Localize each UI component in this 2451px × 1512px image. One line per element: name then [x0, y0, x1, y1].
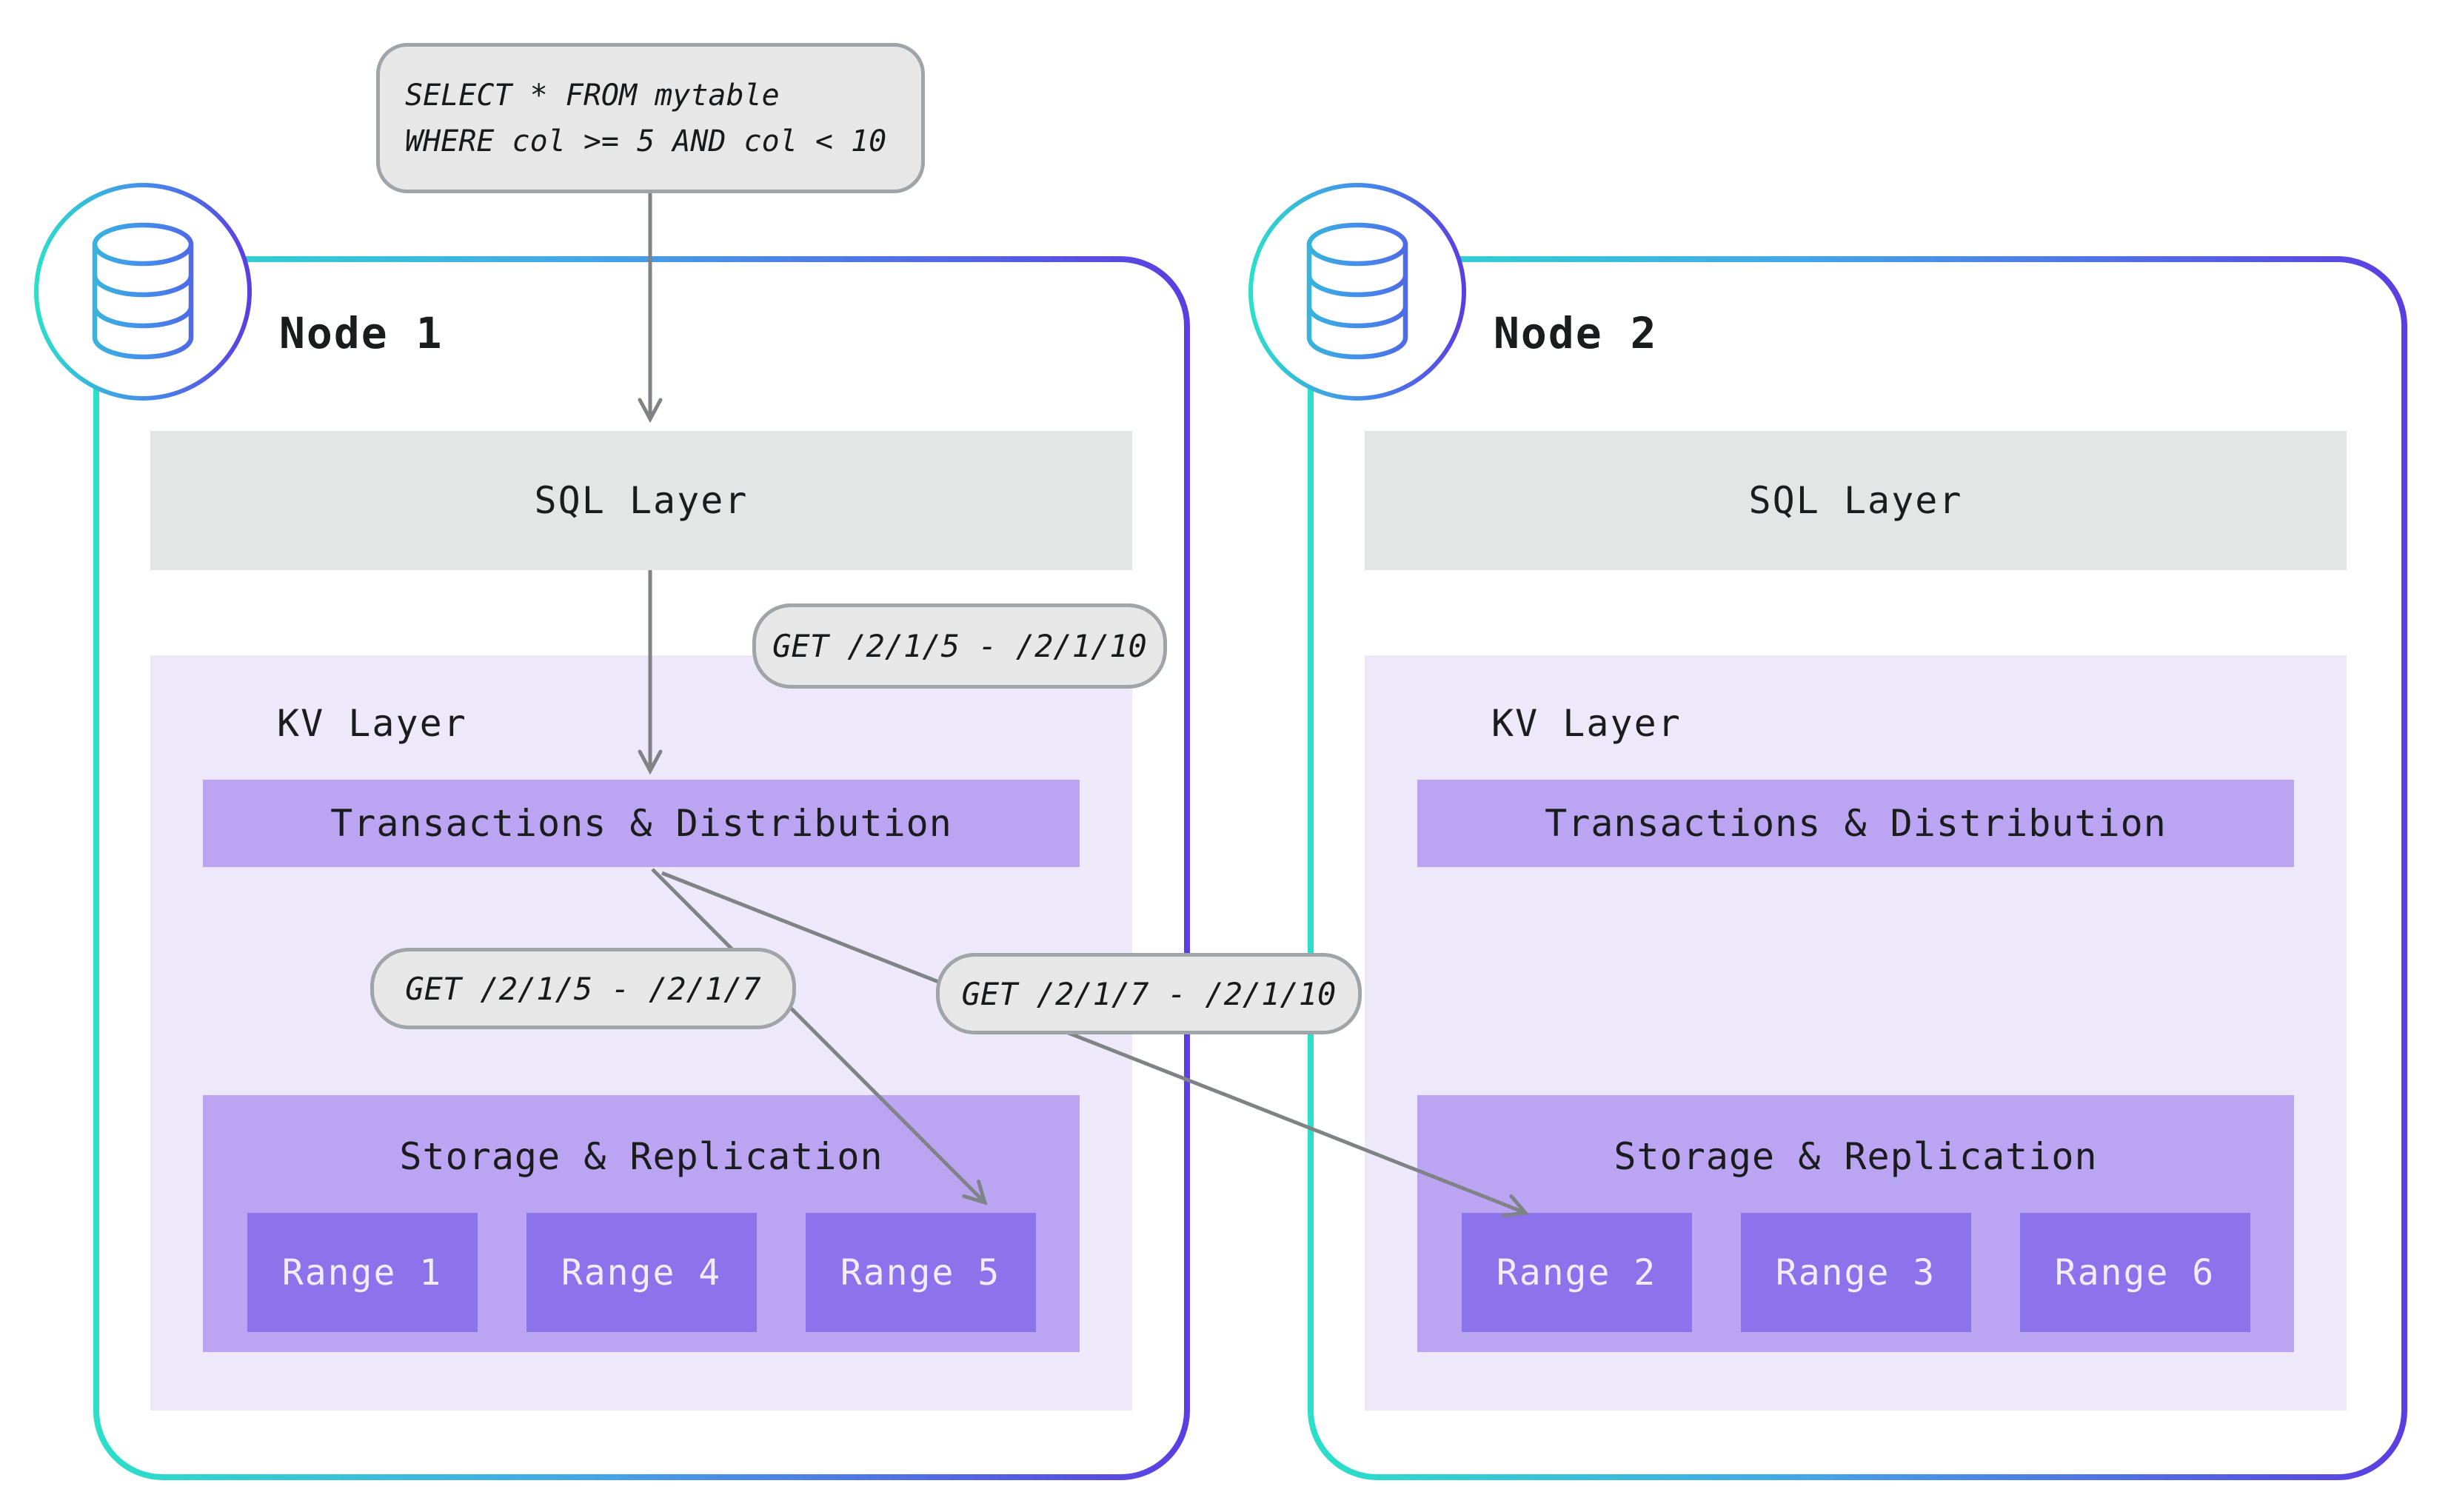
node-1-title: Node 1: [279, 308, 444, 358]
sql-query-callout: SELECT * FROM mytable WHERE col >= 5 AND…: [376, 43, 925, 193]
range-box: Range 1: [247, 1213, 478, 1332]
node-2-transactions-bar: Transactions & Distribution: [1417, 780, 2294, 867]
get-range-full-label: GET /2/1/5 - /2/1/10: [772, 628, 1147, 664]
node-2-kv-layer: KV Layer Transactions & Distribution Sto…: [1365, 655, 2347, 1411]
node-1-storage-bar: Storage & Replication Range 1 Range 4 Ra…: [203, 1095, 1080, 1352]
node-2-storage-bar: Storage & Replication Range 2 Range 3 Ra…: [1417, 1095, 2294, 1352]
node-2-title: Node 2: [1494, 308, 1658, 358]
range-box: Range 6: [2019, 1213, 2250, 1332]
range-box: Range 3: [1740, 1213, 1971, 1332]
node-1-transactions-bar: Transactions & Distribution: [203, 780, 1080, 867]
sql-layer-label: SQL Layer: [1748, 479, 1963, 522]
sql-layer-label: SQL Layer: [534, 479, 749, 522]
storage-label: Storage & Replication: [399, 1135, 883, 1178]
sql-query-line1: SELECT * FROM mytable: [405, 78, 780, 113]
node-1-sql-layer: SQL Layer: [150, 431, 1132, 570]
get-range-right-label: GET /2/1/7 - /2/1/10: [961, 975, 1337, 1012]
node-2-range-row: Range 2 Range 3 Range 6: [1417, 1213, 2294, 1332]
range-box: Range 4: [526, 1213, 757, 1332]
node-2-container: Node 2 SQL Layer KV Layer Transactions &…: [1311, 259, 2404, 1477]
get-range-left-callout: GET /2/1/5 - /2/1/7: [370, 948, 796, 1029]
range-box: Range 2: [1461, 1213, 1692, 1332]
get-range-left-label: GET /2/1/5 - /2/1/7: [405, 970, 761, 1007]
node-2-sql-layer: SQL Layer: [1365, 431, 2347, 570]
get-range-full-callout: GET /2/1/5 - /2/1/10: [752, 603, 1167, 689]
transactions-label: Transactions & Distribution: [330, 802, 952, 845]
kv-layer-label: KV Layer: [277, 702, 467, 745]
kv-layer-label: KV Layer: [1491, 702, 1682, 745]
range-box: Range 5: [805, 1213, 1036, 1332]
storage-label: Storage & Replication: [1614, 1135, 2098, 1178]
transactions-label: Transactions & Distribution: [1545, 802, 2167, 845]
node-1-range-row: Range 1 Range 4 Range 5: [203, 1213, 1080, 1332]
sql-query-line2: WHERE col >= 5 AND col < 10: [405, 124, 887, 158]
node-1-container: Node 1 SQL Layer KV Layer Transactions &…: [96, 259, 1187, 1477]
get-range-right-callout: GET /2/1/7 - /2/1/10: [936, 953, 1362, 1034]
